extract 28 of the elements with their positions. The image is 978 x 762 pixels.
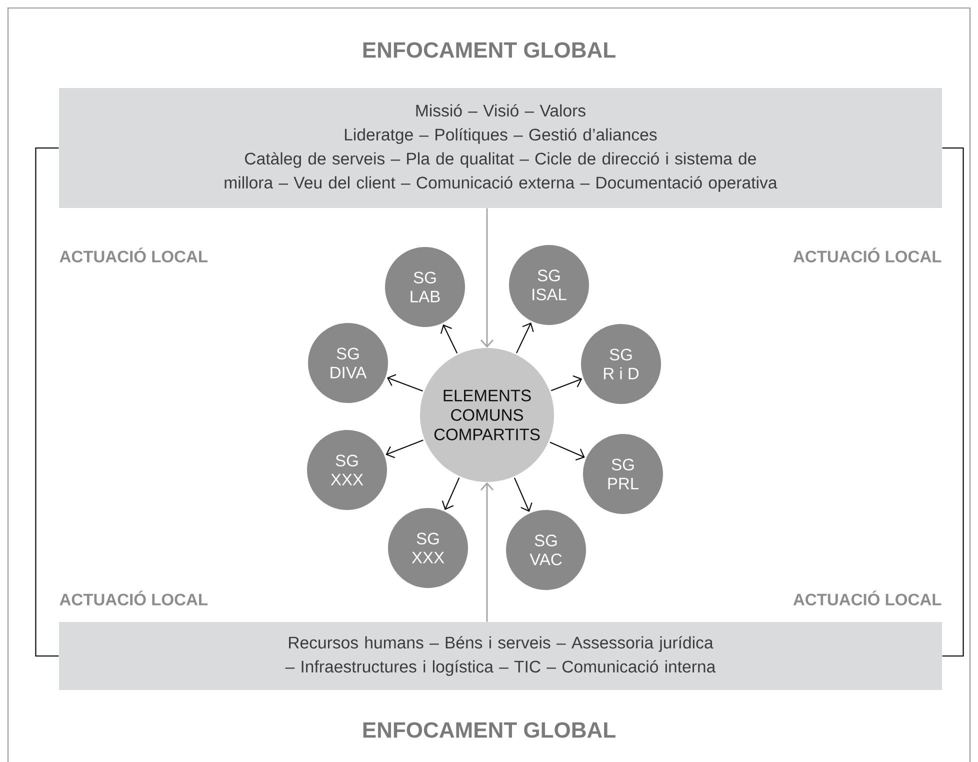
- section-label: ACTUACIÓ LOCAL: [793, 590, 942, 606]
- bracket-line: [942, 147, 964, 657]
- arrow: [386, 440, 424, 458]
- circle-node: SG VAC: [506, 510, 586, 590]
- text-band: Recursos humans – Béns i serveis – Assessoria jurídica – Infraestructures i logística – TIC – Comunicació interna: [59, 622, 942, 690]
- heading: ENFOCAMENT GLOBAL: [363, 42, 616, 58]
- circle-node: SG DIVA: [308, 323, 388, 403]
- circle-node: SG PRL: [583, 434, 663, 514]
- section-label: ACTUACIÓ LOCAL: [60, 590, 208, 606]
- arrow: [514, 478, 532, 512]
- arrow: [550, 375, 582, 392]
- arrow: [386, 374, 423, 392]
- heading: ENFOCAMENT GLOBAL: [363, 722, 616, 738]
- circle-node: SG XXX: [307, 430, 387, 510]
- text-band: Missió – Visió – Valors Lideratge – Polítiques – Gestió d’aliances Catàleg de serveis – Pla de qualitat – Cicle de direcció i sistema de millora – Veu del client – Comunicació externa – Documentació operativa: [59, 88, 942, 208]
- circle-node: SG XXX: [388, 508, 468, 588]
- arrow: [480, 482, 494, 622]
- circle-node: SG R i D: [581, 324, 661, 404]
- arrow: [516, 322, 534, 354]
- circle-node: SG LAB: [385, 247, 465, 327]
- section-label: ACTUACIÓ LOCAL: [60, 248, 208, 262]
- arrow: [440, 324, 458, 354]
- arrow: [480, 208, 494, 348]
- section-label: ACTUACIÓ LOCAL: [793, 248, 942, 262]
- arrow: [550, 442, 585, 460]
- circle-node: SG ISAL: [509, 245, 589, 325]
- bracket-line: [35, 147, 59, 657]
- arrow: [442, 477, 460, 510]
